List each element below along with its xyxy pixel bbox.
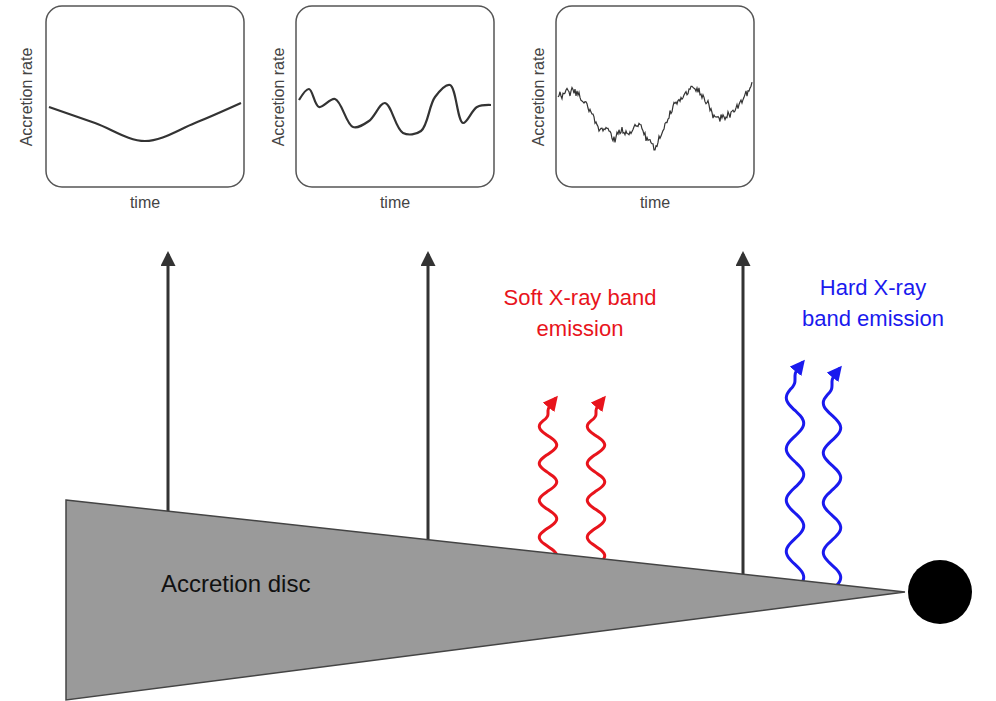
y-axis-label: Accretion rate <box>531 47 549 146</box>
accretion-curve <box>558 82 752 150</box>
black-hole <box>908 560 972 624</box>
accretion-curve <box>49 103 241 141</box>
x-axis-label: time <box>380 194 410 212</box>
y-axis-label: Accretion rate <box>18 47 36 146</box>
accretion-curve <box>299 85 491 135</box>
emission-wave <box>587 398 604 565</box>
plot-frame <box>295 5 495 188</box>
emission-wave <box>786 362 803 590</box>
connector-arrow <box>742 254 745 578</box>
plot-frame <box>555 5 755 188</box>
y-axis-label: Accretion rate <box>271 47 289 146</box>
disc-shape <box>65 498 907 701</box>
emission-waves <box>539 362 840 590</box>
x-axis-label: time <box>130 194 160 212</box>
accretion-disc: Accretion disc <box>65 498 907 701</box>
x-axis-label: time <box>640 194 670 212</box>
emission-label: Soft X-ray band emission <box>495 282 665 344</box>
connector-arrow <box>427 254 430 544</box>
emission-label: Hard X-ray band emission <box>798 272 948 334</box>
emission-wave <box>823 368 840 590</box>
emission-wave <box>539 398 556 565</box>
disc-label: Accretion disc <box>161 570 310 598</box>
accretion-plot: Accretion rate time <box>520 0 765 252</box>
plot-frame <box>45 5 245 188</box>
accretion-plot: Accretion rate time <box>260 0 505 252</box>
connector-arrow <box>167 254 170 515</box>
accretion-plot: Accretion rate time <box>5 0 250 252</box>
